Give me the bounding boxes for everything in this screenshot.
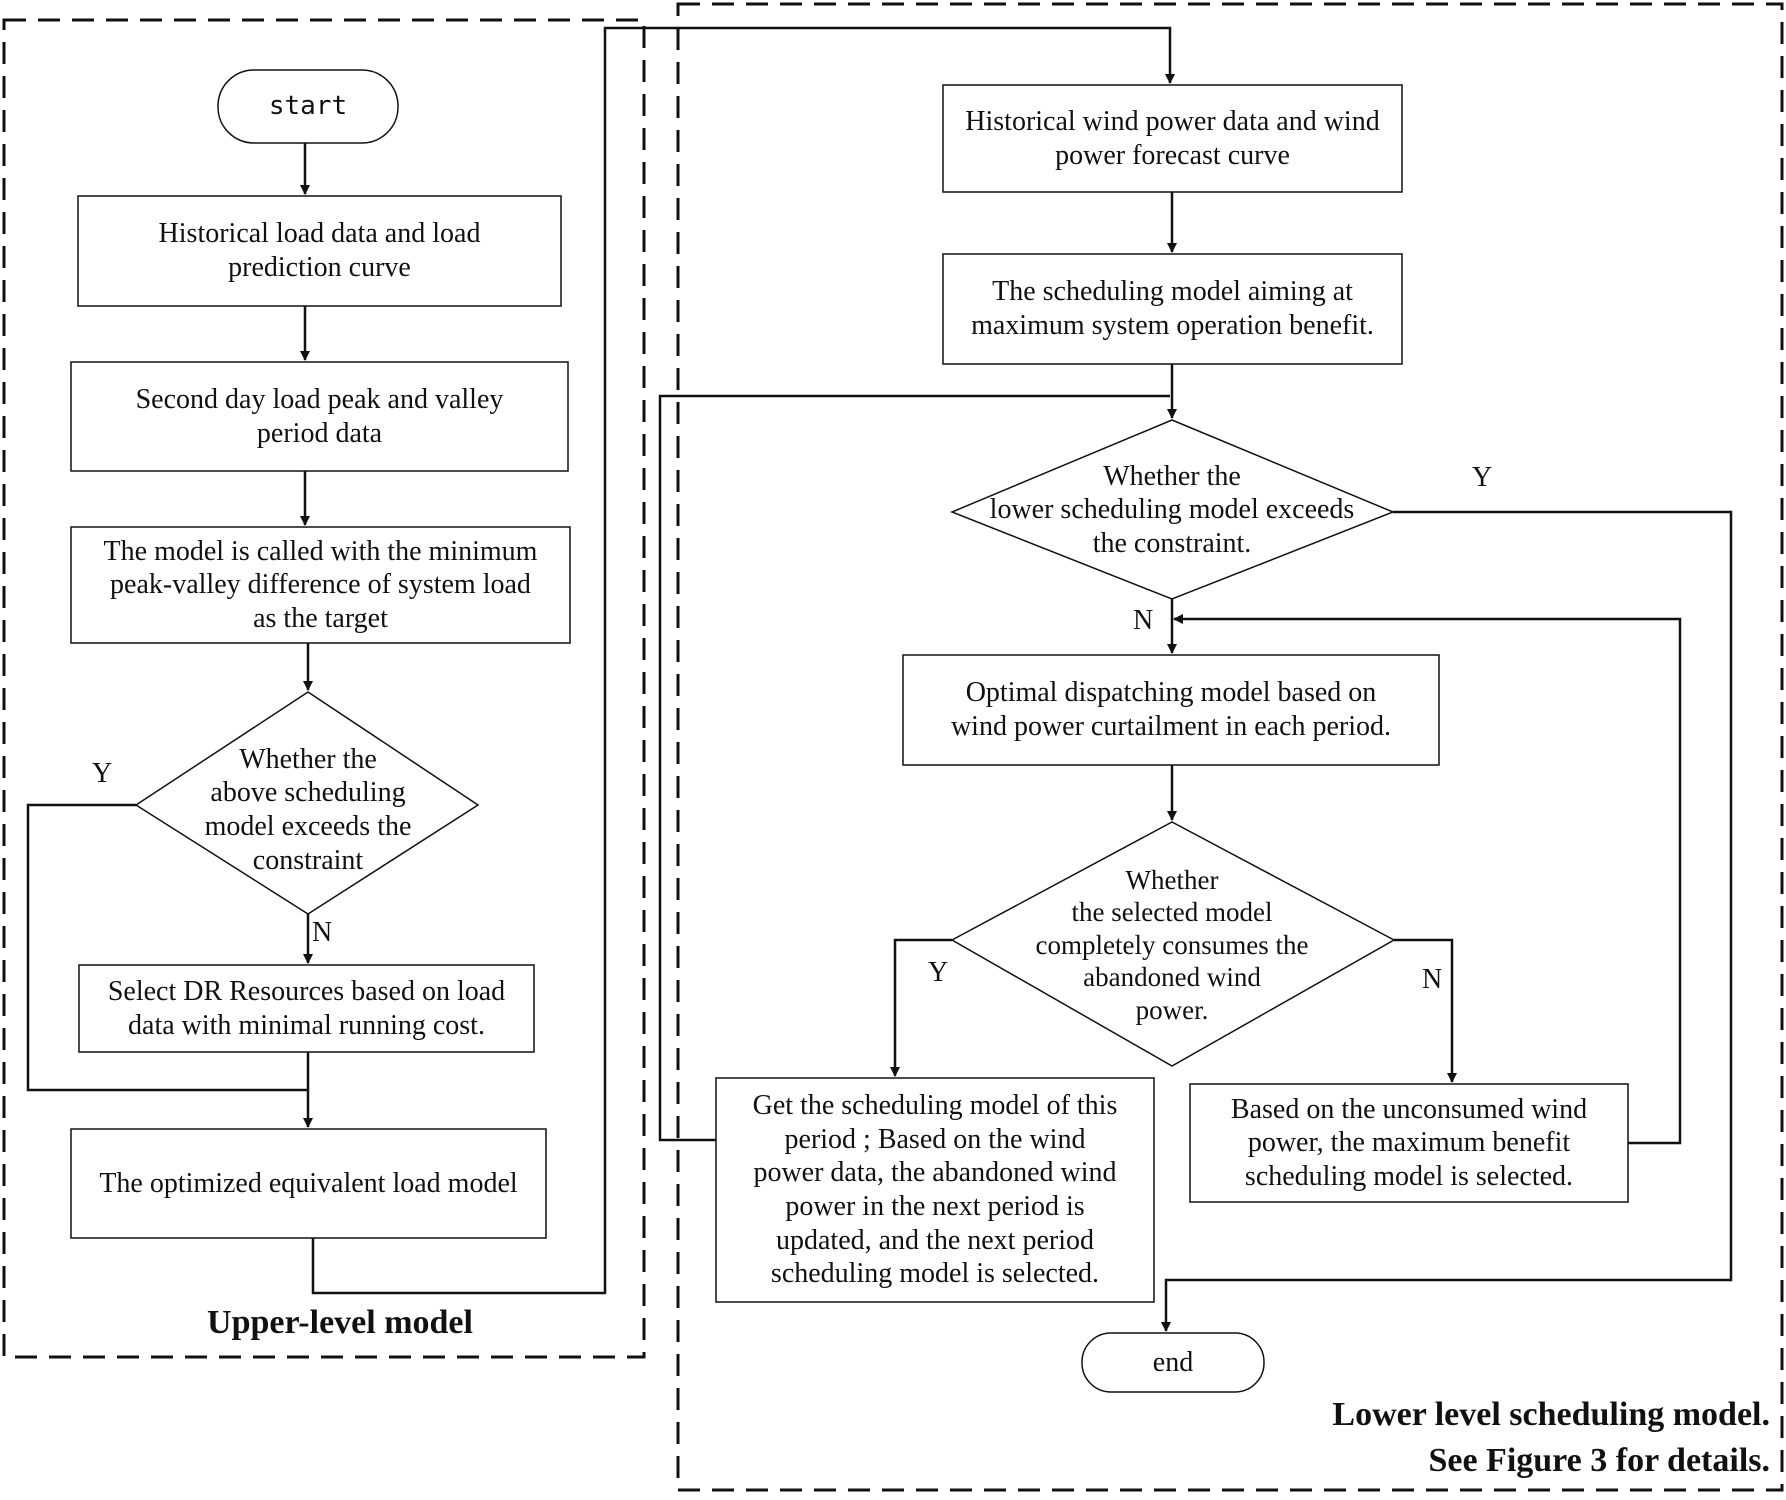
optimal-dispatch-text: Optimal dispatching model based on wind … (950, 677, 1392, 742)
hist-wind-box (942, 84, 1403, 193)
unconsumed-text: Based on the unconsumed wind power, the … (1230, 1093, 1588, 1192)
unconsumed-box (1189, 1083, 1629, 1203)
decision-lower-text: Whether the lower scheduling model excee… (989, 460, 1355, 559)
hist-load-box (77, 195, 562, 307)
branch-label-consume-n: N (1422, 964, 1443, 995)
decision-consume-shape (950, 821, 1396, 1067)
branch-label-upper-y: Y (92, 758, 113, 789)
end-terminal-shape (1081, 1332, 1265, 1393)
optimal-dispatch-box (902, 654, 1440, 766)
second-day-box (70, 361, 569, 472)
sched-max-text: The scheduling model aiming at maximum s… (971, 276, 1374, 341)
optimized-box (70, 1128, 547, 1239)
select-dr-box (78, 964, 535, 1053)
hist-load-text: Historical load data and load prediction… (158, 218, 481, 283)
model-called-box (70, 526, 571, 644)
get-sched-text: Get the scheduling model of this period … (752, 1090, 1118, 1290)
model-called-text: The model is called with the minimum pea… (103, 535, 538, 634)
select-dr-text: Select DR Resources based on load data w… (107, 975, 506, 1041)
optimized-text: The optimized equivalent load model (99, 1167, 518, 1199)
branch-label-upper-n: N (312, 917, 333, 948)
branch-label-consume-y: Y (928, 957, 949, 988)
upper-region-border (2, 18, 646, 1359)
branch-label-lower-n: N (1133, 605, 1154, 636)
get-sched-box (715, 1077, 1155, 1303)
decision-upper-text: Whether the above scheduling model excee… (204, 743, 412, 876)
hist-wind-text: Historical wind power data and wind powe… (965, 105, 1380, 171)
decision-consume-text: Whether the selected model completely co… (1035, 865, 1309, 1025)
branch-label-lower-y: Y (1472, 462, 1493, 493)
start-terminal: start (268, 90, 348, 121)
lower-region-title: Lower level scheduling model. See Figure… (1332, 1396, 1770, 1479)
second-day-text: Second day load peak and valley period d… (135, 383, 504, 449)
end-terminal: end (1152, 1346, 1194, 1378)
lower-region-border (676, 2, 1784, 1492)
start-terminal-shape (217, 69, 399, 144)
upper-region-title: Upper-level model (207, 1304, 473, 1341)
